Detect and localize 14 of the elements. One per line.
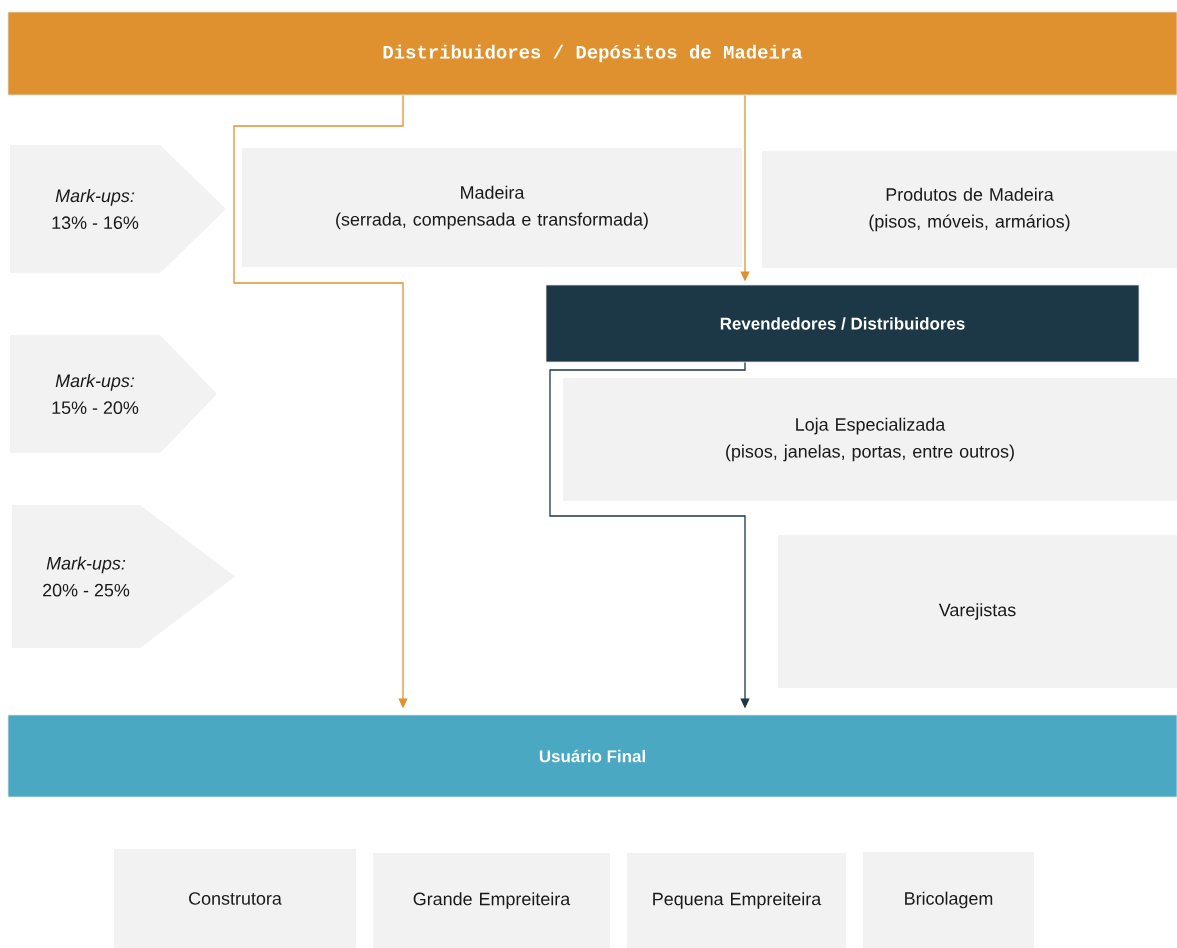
category-box: Pequena Empreiteira: [627, 853, 846, 948]
header-band: Revendedores / Distribuidores: [545, 284, 1140, 363]
header-band: Usuário Final: [7, 714, 1177, 798]
category-box: Bricolagem: [863, 852, 1034, 948]
category-box: Varejistas: [778, 535, 1177, 688]
category-box: Produtos de Madeira (pisos, móveis, armários): [762, 151, 1177, 268]
category-box: Grande Empreiteira: [373, 853, 610, 948]
category-box: Madeira (serrada, compensada e transformada): [242, 148, 742, 267]
markup-chevron: Mark-ups: 20% - 25%: [12, 505, 235, 648]
category-box: Loja Especializada (pisos, janelas, portas, entre outros): [563, 378, 1177, 501]
markup-chevron: Mark-ups: 13% - 16%: [10, 145, 226, 273]
category-box: Construtora: [114, 849, 356, 948]
markup-chevron: Mark-ups: 15% - 20%: [10, 335, 217, 453]
header-band: Distribuidores / Depósitos de Madeira: [7, 11, 1177, 96]
